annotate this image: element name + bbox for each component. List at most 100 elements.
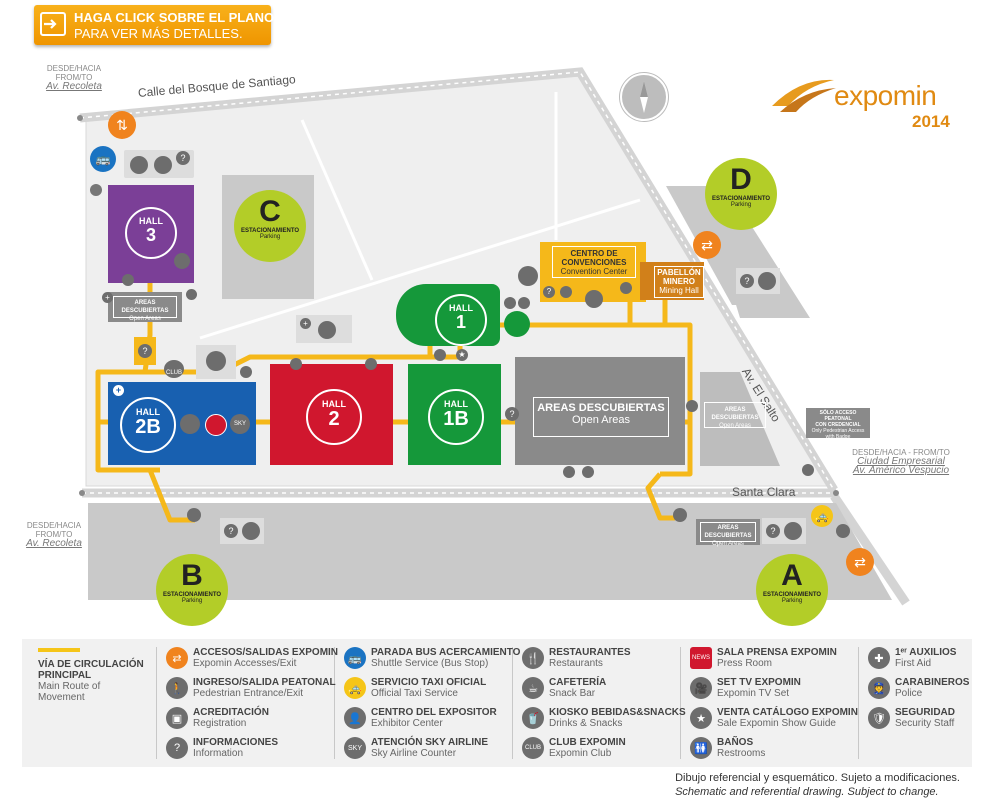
- street-south: Santa Clara: [732, 485, 796, 499]
- information-icon: ?: [138, 344, 152, 358]
- road-north-east: [79, 67, 838, 493]
- restaurant-icon: [518, 266, 538, 286]
- club-icon: CLUB: [522, 737, 544, 759]
- access-exit-icon[interactable]: ⇅: [108, 111, 136, 139]
- hall-1b-badge: HALL 1B: [428, 389, 484, 445]
- information-icon: ?: [766, 524, 780, 538]
- access-exit-icon[interactable]: ⇄: [846, 548, 874, 576]
- hall-3-badge: HALL 3: [125, 207, 177, 259]
- legend: VÍA DE CIRCULACIÓN PRINCIPAL Main Route …: [22, 639, 972, 767]
- registration-icon: [784, 522, 802, 540]
- pedestrian-icon: [836, 524, 850, 538]
- parking-lot-south: [88, 503, 892, 600]
- access-exit-icon[interactable]: ⇄: [693, 231, 721, 259]
- mining-hall-label: PABELLÓN MINERO Mining Hall: [654, 266, 704, 298]
- registration-icon: [242, 522, 260, 540]
- restroom-icon: [504, 297, 516, 309]
- restroom-icon: [434, 349, 446, 361]
- compass-icon: [620, 73, 668, 121]
- restroom-icon: [365, 358, 377, 370]
- bus-stop-icon[interactable]: 🚌: [90, 146, 116, 172]
- open-areas-south-label: AREAS DESCUBIERTAS Open Areas: [700, 522, 756, 547]
- banner-line1: HAGA CLICK SOBRE EL PLANO: [74, 10, 275, 25]
- sky-airline-icon: SKY: [230, 414, 250, 434]
- open-areas-south[interactable]: [696, 519, 760, 545]
- direction-nw: DESDE/HACIA FROM/TO Av. Recoleta: [46, 64, 102, 92]
- drink-icon: 🥤: [522, 707, 544, 729]
- information-icon: ?: [543, 286, 555, 298]
- logo-swoosh-icon: [772, 79, 836, 112]
- restroom-icon: [122, 274, 134, 286]
- login-icon: [40, 12, 66, 36]
- parking-a[interactable]: A ESTACIONAMIENTO Parking: [756, 554, 828, 626]
- parking-c[interactable]: C ESTACIONAMIENTO Parking: [234, 190, 306, 262]
- direction-sw: DESDE/HACIA FROM/TO Av. Recoleta: [26, 521, 82, 549]
- restaurant-icon: [585, 290, 603, 308]
- road-east-south: [830, 493, 910, 606]
- mining-hall[interactable]: [640, 262, 704, 300]
- press-room-icon: [205, 414, 227, 436]
- police-icon: [563, 466, 575, 478]
- information-icon: ?: [505, 407, 519, 421]
- exhibitor-center-icon: 👤: [344, 707, 366, 729]
- banner-line2: PARA VER MÁS DETALLES.: [74, 26, 243, 41]
- parking-b[interactable]: B ESTACIONAMIENTO Parking: [156, 554, 228, 626]
- pedestrian-only-note: SÓLO ACCESO PEATONAL CON CREDENCIAL Only…: [806, 408, 870, 440]
- information-icon: ?: [176, 151, 190, 165]
- taxi-icon[interactable]: 🚕: [811, 505, 833, 527]
- star-icon: ★: [690, 707, 712, 729]
- tv-set-icon: [180, 414, 200, 434]
- coffee-cup-icon: ☕: [522, 677, 544, 699]
- restroom-icon: [240, 366, 252, 378]
- first-aid-icon: +: [102, 292, 113, 303]
- access-exit-icon: ⇄: [166, 647, 188, 669]
- registration-icon: [154, 156, 172, 174]
- restroom-icon: [560, 286, 572, 298]
- restroom-icon: 🚻: [690, 737, 712, 759]
- hall-2b-badge: HALL 2B: [120, 397, 176, 453]
- click-banner[interactable]: HAGA CLICK SOBRE EL PLANO PARA VER MÁS D…: [34, 5, 275, 45]
- first-aid-icon: +: [113, 385, 124, 396]
- open-areas-main-label: AREAS DESCUBIERTAS Open Areas: [533, 397, 669, 437]
- press-room-icon: NEWS: [690, 647, 712, 669]
- information-icon: ?: [740, 274, 754, 288]
- disclaimer: Dibujo referencial y esquemático. Sujeto…: [675, 772, 960, 798]
- catalog-icon: ★: [456, 349, 468, 361]
- open-areas-east: AREAS DESCUBIERTAS Open Areas: [704, 402, 766, 429]
- security-icon: [90, 184, 102, 196]
- parking-d[interactable]: D ESTACIONAMIENTO Parking: [705, 158, 777, 230]
- direction-se: DESDE/HACIA - FROM/TO Ciudad Empresarial…: [852, 448, 950, 476]
- restroom-icon: [186, 289, 197, 300]
- club-icon: CLUB: [164, 360, 184, 378]
- hall-2-badge: HALL 2: [306, 389, 362, 445]
- pedestrian-icon: 🚶: [166, 677, 188, 699]
- restroom-icon: [620, 282, 632, 294]
- fork-knife-icon: 🍴: [522, 647, 544, 669]
- exhibitor-center-icon: [130, 156, 148, 174]
- police-icon: 👮: [868, 677, 890, 699]
- security-icon: [582, 466, 594, 478]
- restroom-icon: [686, 400, 698, 412]
- pedestrian-icon: [187, 508, 201, 522]
- snack-bar-icon: [174, 253, 190, 269]
- restaurant-badge-icon: [206, 351, 226, 371]
- open-areas-west-label: AREAS DESCUBIERTAS Open Areas: [113, 296, 177, 322]
- kiosk-icon: [518, 297, 530, 309]
- first-aid-icon: ✚: [868, 647, 890, 669]
- expomin-logo: expomin 2014: [770, 74, 965, 134]
- logo-name: expomin: [834, 80, 937, 111]
- open-areas-main[interactable]: [515, 357, 685, 465]
- sky-airline-icon: SKY: [344, 737, 366, 759]
